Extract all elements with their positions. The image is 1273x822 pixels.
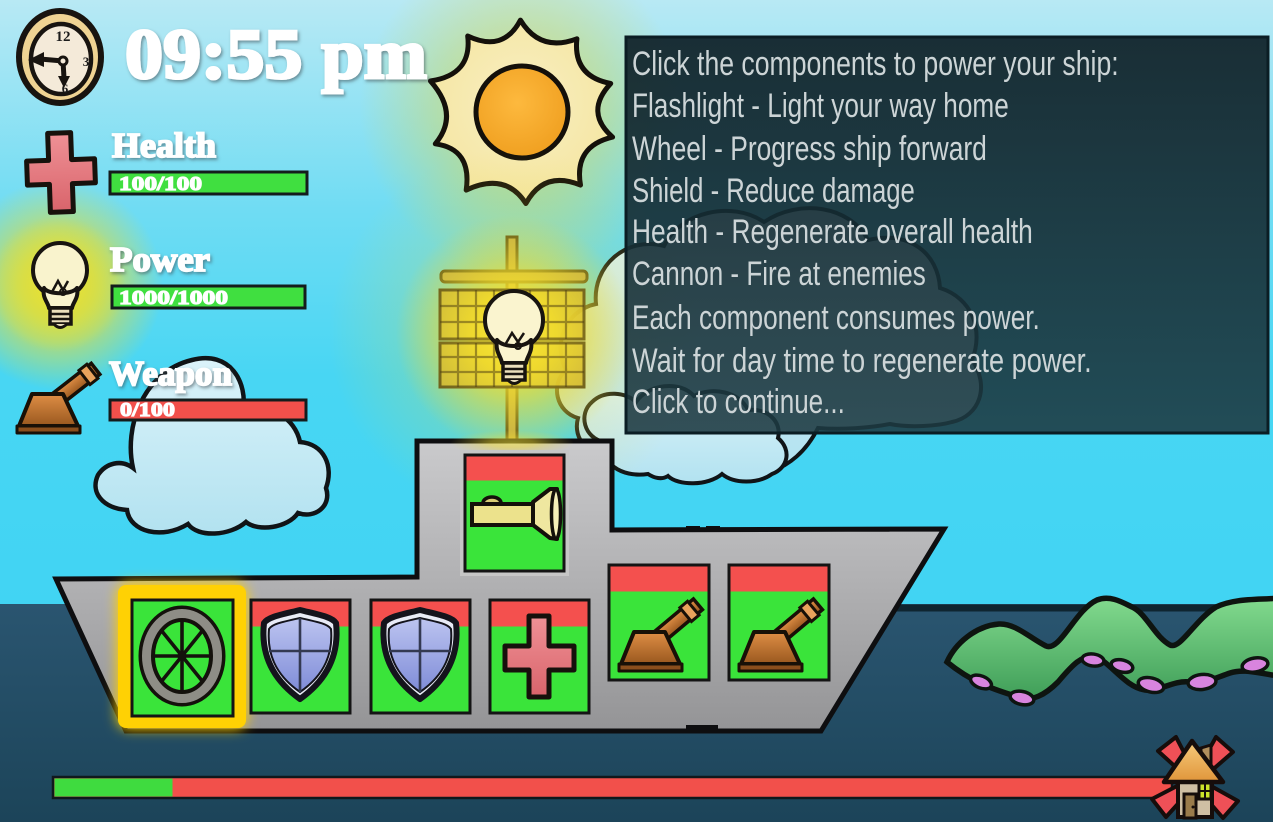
svg-text:Power: Power bbox=[110, 240, 210, 279]
svg-text:3: 3 bbox=[83, 54, 90, 69]
svg-text:Wait for day time to regenerat: Wait for day time to regenerate power. bbox=[632, 341, 1092, 380]
svg-text:1000/1000: 1000/1000 bbox=[119, 287, 228, 309]
svg-text:Health: Health bbox=[112, 126, 216, 165]
svg-text:6: 6 bbox=[62, 81, 69, 96]
svg-text:0/100: 0/100 bbox=[120, 399, 175, 421]
svg-text:100/100: 100/100 bbox=[119, 173, 202, 195]
svg-text:Weapon: Weapon bbox=[109, 354, 232, 393]
svg-text:Click to continue...: Click to continue... bbox=[632, 384, 845, 421]
svg-text:Shield - Reduce damage: Shield - Reduce damage bbox=[632, 173, 915, 210]
svg-text:Click the components to power: Click the components to power your ship: bbox=[632, 45, 1119, 83]
svg-text:Cannon - Fire at enemies: Cannon - Fire at enemies bbox=[632, 256, 926, 293]
svg-text:Wheel - Progress ship forward: Wheel - Progress ship forward bbox=[632, 130, 987, 168]
svg-text:Health - Regenerate overall he: Health - Regenerate overall health bbox=[632, 213, 1033, 251]
svg-text:Flashlight - Light your way ho: Flashlight - Light your way home bbox=[632, 88, 1009, 125]
svg-text:12: 12 bbox=[56, 29, 71, 45]
svg-text:Each component consumes power.: Each component consumes power. bbox=[632, 300, 1040, 337]
svg-text:09:55 pm: 09:55 pm bbox=[125, 16, 427, 94]
